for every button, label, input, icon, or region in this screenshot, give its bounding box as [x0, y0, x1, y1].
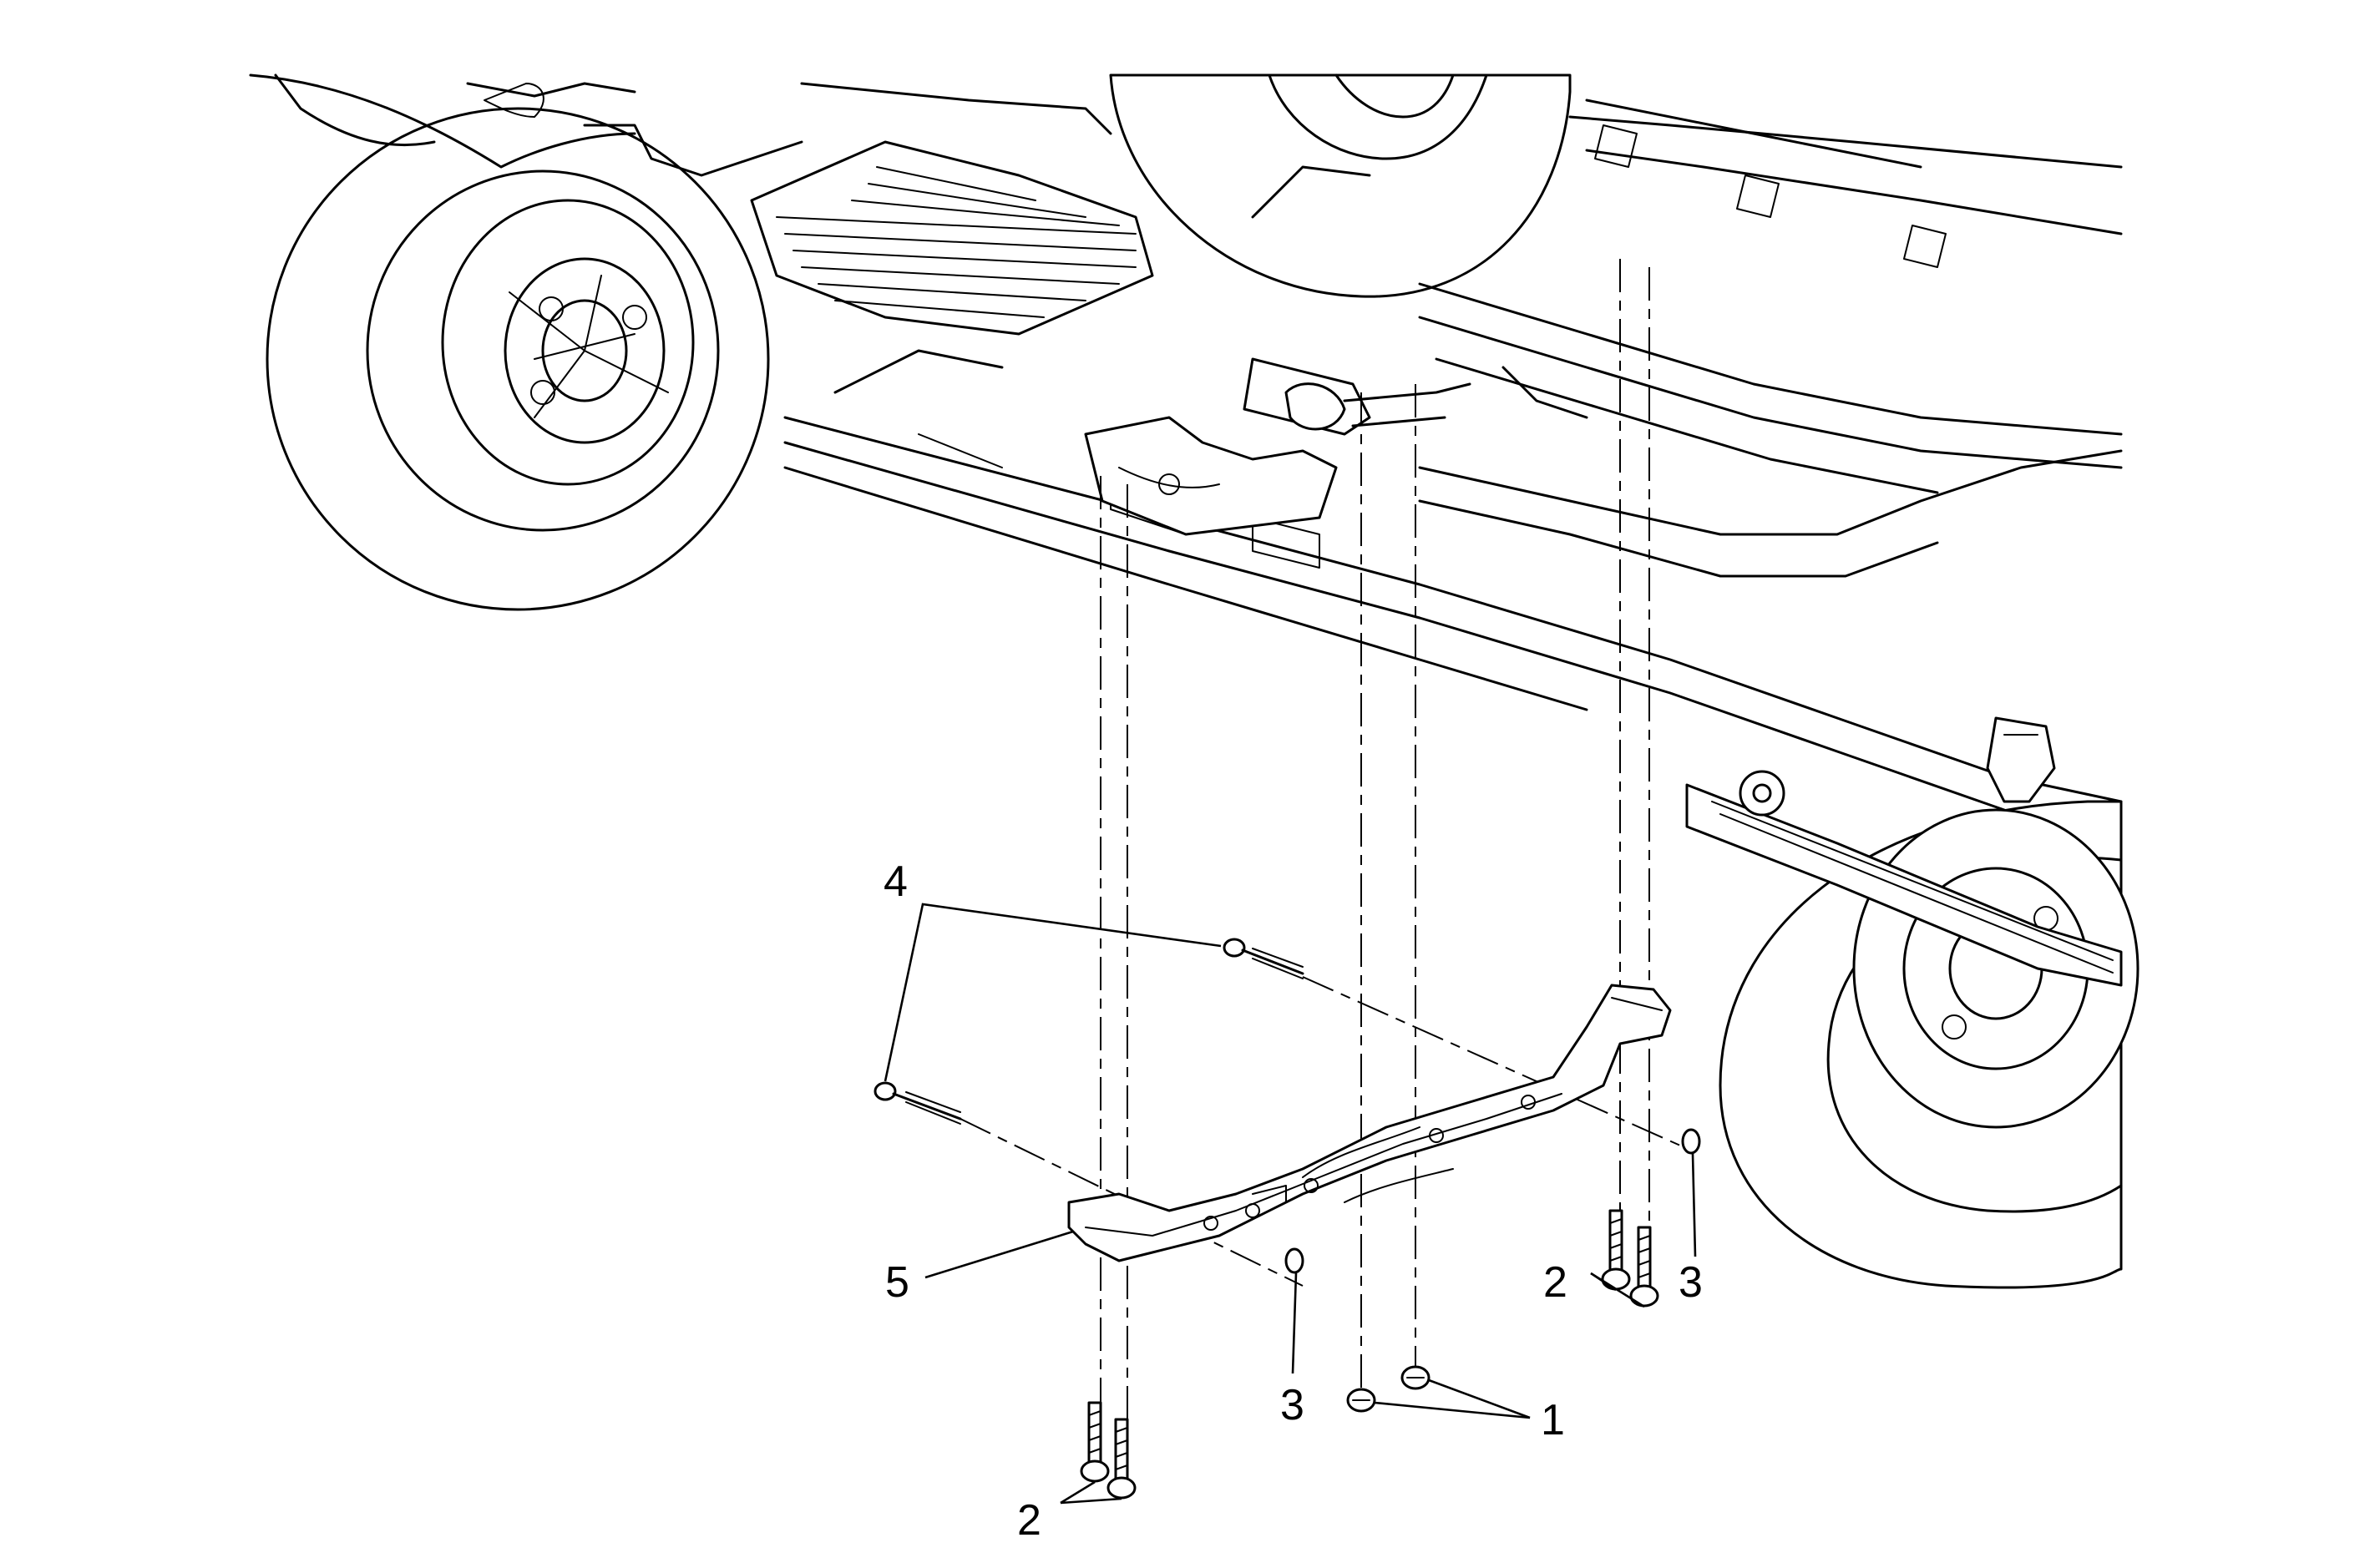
callout-5: 5 [885, 1258, 909, 1307]
callout-4: 4 [884, 857, 908, 906]
rear-right-tire [1719, 800, 2139, 1289]
alignment-lines [960, 259, 1696, 1419]
nuts-1 [1346, 1365, 1431, 1413]
callout-3-center: 3 [1280, 1381, 1304, 1429]
nut-3-right [1681, 1128, 1701, 1155]
rear-axle-spring [1685, 716, 2123, 987]
bolts-2-left [1080, 1401, 1137, 1500]
center-tire [1109, 73, 1572, 298]
callout-1: 1 [1541, 1396, 1565, 1444]
nut-3-center [1284, 1247, 1304, 1274]
callout-labels: 4 5 3 3 2 2 1 [884, 857, 1703, 1545]
bolts-2-right [1601, 1209, 1659, 1308]
installed-crossmember [1084, 416, 1338, 536]
driveshaft [1243, 357, 1471, 436]
crossmember [1067, 984, 1672, 1262]
front-left-tire [266, 107, 770, 611]
callout-3-right: 3 [1679, 1258, 1703, 1307]
frame-rail-right [1418, 282, 2123, 578]
heat-shield [750, 140, 1154, 336]
bolt-4-lower [874, 1081, 962, 1125]
callout-2-right: 2 [1543, 1258, 1567, 1307]
bolt-4-upper [1223, 938, 1304, 979]
leader-lines [884, 903, 1697, 1505]
callout-2-left: 2 [1017, 1496, 1041, 1545]
vehicle-underbody [249, 73, 2139, 1289]
frame-rail-left [783, 416, 2123, 812]
